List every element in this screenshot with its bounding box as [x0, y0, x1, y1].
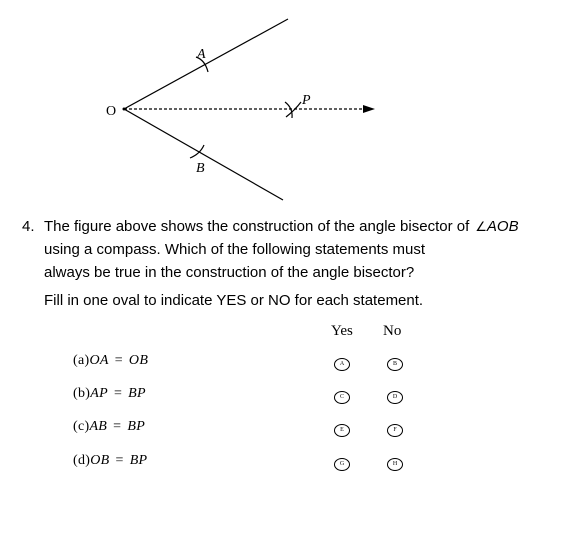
statement-label: (d) [73, 453, 91, 468]
oval-no-c[interactable]: F [387, 424, 403, 437]
statement-left: AB [89, 419, 108, 434]
arc-mark-p-2 [285, 101, 302, 118]
question-text-1: The figure above shows the construction … [44, 218, 470, 235]
angle-bisector-figure: O A B P [106, 18, 375, 201]
statement-right: OB [128, 353, 149, 368]
question-line-1: The figure above shows the construction … [44, 218, 519, 235]
column-header-no: No [383, 323, 402, 339]
statement-right: BP [127, 419, 146, 434]
question-line-2: using a compass. Which of the following … [44, 241, 426, 258]
column-header-yes: Yes [331, 323, 353, 339]
statement-b: (b)AP = BP [73, 386, 146, 402]
statement-a: (a)OA = OB [73, 353, 148, 369]
angle-symbol: ∠ [475, 220, 487, 235]
statement-label: (a) [73, 353, 90, 368]
arc-mark-a [195, 56, 209, 73]
label-o: O [106, 104, 116, 119]
vertex-o-point [122, 107, 126, 111]
statement-equals: = [114, 353, 123, 368]
statement-d: (d)OB = BP [73, 453, 147, 469]
arc-mark-p-1 [284, 101, 293, 119]
angle-name: AOB [486, 218, 519, 235]
question-number: 4. [22, 218, 35, 235]
statement-equals: = [115, 453, 124, 468]
statement-left: AP [90, 386, 108, 401]
ray-ob [123, 108, 284, 201]
statement-equals: = [113, 419, 122, 434]
oval-yes-d[interactable]: G [334, 458, 350, 471]
instruction-text: Fill in one oval to indicate YES or NO f… [44, 292, 424, 309]
oval-no-d[interactable]: H [387, 458, 403, 471]
oval-yes-b[interactable]: C [334, 391, 350, 404]
oval-no-b[interactable]: D [387, 391, 403, 404]
statement-left: OB [90, 453, 110, 468]
oval-yes-c[interactable]: E [334, 424, 350, 437]
statement-c: (c)AB = BP [73, 419, 145, 435]
statement-left: OA [89, 353, 109, 368]
label-p: P [301, 93, 311, 108]
bisector-arrowhead [363, 105, 375, 113]
question-line-3: always be true in the construction of th… [44, 264, 415, 281]
label-b: B [196, 161, 205, 176]
statement-equals: = [113, 386, 123, 401]
oval-no-a[interactable]: B [387, 358, 403, 371]
statement-right: BP [128, 386, 146, 401]
statement-right: BP [129, 453, 148, 468]
statement-label: (c) [73, 419, 90, 434]
label-a: A [196, 47, 206, 62]
statement-label: (b) [73, 386, 91, 401]
ray-oa [123, 18, 289, 110]
oval-yes-a[interactable]: A [334, 358, 350, 371]
arc-mark-b [189, 144, 205, 159]
